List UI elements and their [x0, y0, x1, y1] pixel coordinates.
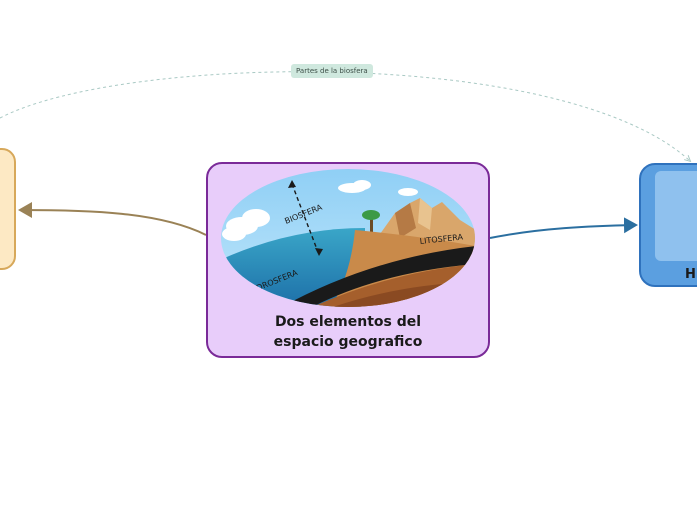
relationship-label[interactable]: Partes de la biosfera: [291, 64, 373, 78]
central-topic-title: Dos elementos del espacio geografico: [273, 314, 423, 350]
right-topic-node[interactable]: Hi: [639, 163, 697, 287]
right-topic-label: Hi: [685, 267, 697, 282]
relationship-line[interactable]: [0, 71, 689, 160]
connector-to-left-topic[interactable]: [18, 202, 207, 236]
earth-spheres-image: BIOSFERA HIDROSFERA LITOSFERA: [221, 169, 475, 307]
right-topic-image: [655, 171, 697, 261]
cloud-icon: [222, 209, 270, 241]
central-topic-node[interactable]: BIOSFERA HIDROSFERA LITOSFERA Dos elemen…: [206, 162, 490, 358]
connector-to-right-topic[interactable]: [489, 217, 638, 239]
left-topic-node[interactable]: [0, 148, 16, 270]
